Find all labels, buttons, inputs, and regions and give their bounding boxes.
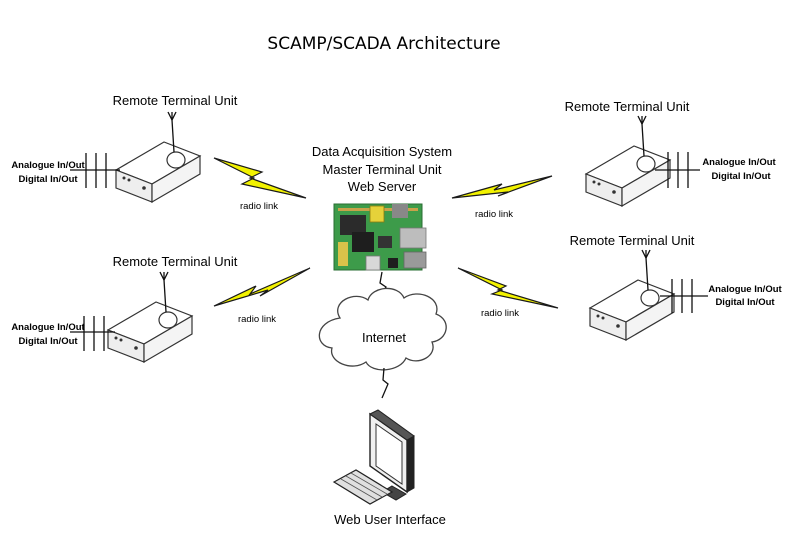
rtu-top-right-io1: Analogue In/Out	[702, 157, 776, 168]
rtu-bottom-right-unit-icon	[589, 249, 675, 341]
rtu-top-left-io1: Analogue In/Out	[11, 160, 85, 171]
radio-link-top-left-label: radio link	[240, 201, 278, 212]
master-terminal-unit: Data Acquisition System Master Terminal …	[312, 144, 452, 298]
rtu-bottom-left-io-wires	[70, 316, 115, 351]
internet-client-link-line	[381, 367, 389, 399]
lightning-bolt-icon	[213, 267, 311, 307]
rtu-bottom-left-io2: Digital In/Out	[18, 336, 78, 347]
radio-link-bottom-right-label: radio link	[481, 308, 519, 319]
web-user-interface: Web User Interface	[332, 409, 446, 527]
cloud-icon	[318, 287, 447, 371]
lightning-bolt-icon	[213, 157, 307, 199]
rtu-top-left: Remote Terminal Unit Analogue In/Out Dig…	[11, 93, 238, 203]
rtu-top-left-io-wires	[70, 153, 120, 188]
rtu-bottom-right: Remote Terminal Unit Analogue In/Out Dig…	[570, 233, 783, 341]
rtu-bottom-left: Remote Terminal Unit Analogue In/Out Dig…	[11, 254, 238, 363]
radio-link-top-right: radio link	[451, 175, 553, 220]
radio-link-bottom-left: radio link	[213, 267, 311, 325]
diagram-title: SCAMP/SCADA Architecture	[267, 34, 500, 54]
rtu-bottom-right-io-wires	[660, 279, 708, 313]
rtu-bottom-right-io2: Digital In/Out	[715, 297, 775, 308]
rtu-bottom-right-label: Remote Terminal Unit	[570, 233, 695, 248]
rtu-bottom-left-unit-icon	[107, 271, 193, 363]
center-line-1: Data Acquisition System	[312, 144, 452, 159]
rtu-top-right-io2: Digital In/Out	[711, 171, 771, 182]
radio-link-top-right-label: radio link	[475, 209, 513, 220]
radio-link-bottom-left-label: radio link	[238, 314, 276, 325]
rtu-top-right-io-wires	[655, 152, 700, 188]
lightning-bolt-icon	[451, 175, 553, 199]
lightning-bolt-icon	[457, 267, 559, 309]
rtu-top-right-unit-icon	[585, 115, 671, 207]
rtu-bottom-left-io1: Analogue In/Out	[11, 322, 85, 333]
rtu-top-right-label: Remote Terminal Unit	[565, 99, 690, 114]
rtu-bottom-left-label: Remote Terminal Unit	[113, 254, 238, 269]
radio-link-top-left: radio link	[213, 157, 307, 212]
rtu-bottom-right-io1: Analogue In/Out	[708, 284, 782, 295]
internet-label: Internet	[362, 330, 406, 345]
center-line-3: Web Server	[348, 179, 417, 194]
rtu-top-left-io2: Digital In/Out	[18, 174, 78, 185]
rtu-top-right: Remote Terminal Unit Analogue In/Out Dig…	[565, 99, 777, 207]
radio-link-bottom-right: radio link	[457, 267, 559, 319]
rtu-top-left-label: Remote Terminal Unit	[113, 93, 238, 108]
center-line-2: Master Terminal Unit	[323, 162, 442, 177]
computer-monitor-icon	[369, 409, 415, 501]
circuit-board-icon	[333, 200, 431, 272]
internet-cloud: Internet	[318, 287, 447, 399]
rtu-top-left-unit-icon	[115, 111, 201, 203]
web-user-interface-label: Web User Interface	[334, 512, 446, 527]
keyboard-icon	[332, 469, 394, 505]
